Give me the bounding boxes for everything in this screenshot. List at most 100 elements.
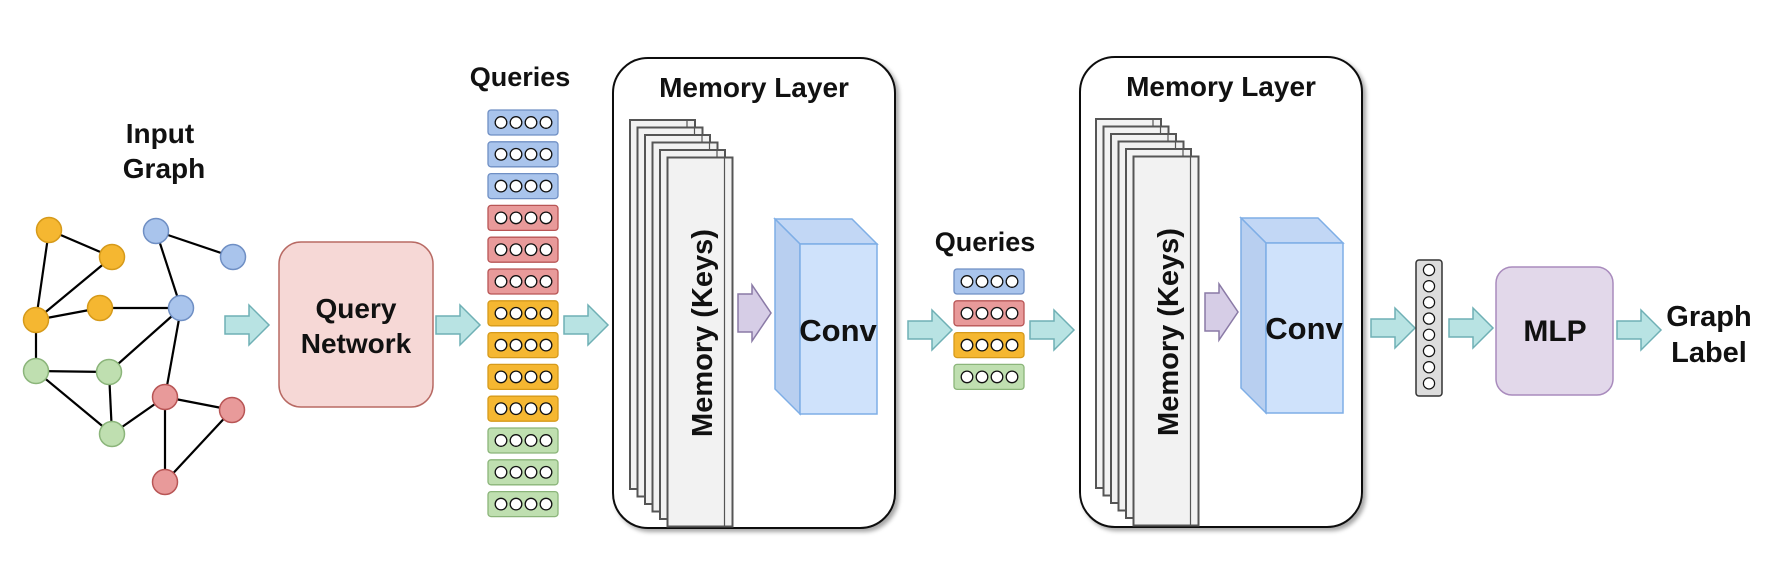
graph-node [98,420,126,448]
query-vector-cell [539,147,553,161]
flow-arrow-shape [1616,308,1663,352]
query-vector [487,141,559,168]
graph-node [219,243,247,271]
query-vector [953,363,1025,391]
memory-layer-1: Memory Layer Memory (Keys) Conv [612,57,896,529]
graph-node [142,217,170,245]
query-vector-cell [509,497,523,511]
graph-edge [35,370,113,435]
query-vector-cell [494,402,508,416]
output-vector-cell [1422,344,1436,358]
query-vector-box [953,300,1025,327]
query-vector-cell [524,497,538,511]
input-graph: Input Graph [22,118,247,496]
input-graph-label-line2: Graph [123,153,205,184]
query-vector-box [487,459,559,486]
query-vector-box [487,268,559,295]
query-vector-cell [975,338,989,352]
query-network-block: Query Network [278,241,434,408]
query-vector-cell [524,275,538,288]
conv-2-label: Conv [1265,311,1343,346]
query-vector-box [487,141,559,168]
query-network-box [278,241,434,408]
query-vector-cell [539,211,553,225]
query-vector-cell [1005,306,1019,320]
graph-node [98,243,126,271]
query-vector-cell [539,116,553,129]
query-vector [487,427,559,454]
query-vector-cell [960,370,974,384]
queries-label-mid: Queries [935,227,1036,257]
graph-edge [108,307,182,373]
query-vector-cell [539,306,553,320]
query-vector-box [487,300,559,327]
query-vector [487,268,559,295]
query-vector-cell [539,275,553,288]
query-vector-box [953,268,1025,295]
conv-box-2 [1265,242,1344,414]
query-vector-cell [524,465,538,479]
queries-stack-top: Queries [470,62,571,518]
memory-keys-stack-2 [1095,118,1200,527]
output-vector-cell [1422,328,1436,341]
flow-arrow-shape [563,303,610,347]
small-arrow-2 [1204,281,1239,343]
query-vector-box [487,395,559,422]
query-vector-cell [975,306,989,320]
queries-label-top: Queries [470,62,571,92]
query-vector-box [487,204,559,232]
output-vector [1415,259,1443,397]
graph-node [167,294,195,322]
flow-arrow-shape [1029,308,1076,352]
query-vector-cell [494,211,508,225]
query-vector-cell [524,179,538,193]
memory-key-page [1132,155,1200,527]
graph-label-line1: Graph [1666,301,1751,333]
query-vector-cell [1005,338,1019,352]
query-vector-cell [509,465,523,479]
query-vector-cell [494,497,508,511]
graph-edge [163,307,183,398]
query-vector [487,459,559,486]
query-vector-cell [494,338,508,352]
query-vector-cell [990,306,1004,320]
query-vector [487,331,559,359]
query-vector-cell [975,275,989,288]
query-vector-cell [494,306,508,320]
query-vector-cell [539,434,553,447]
query-vector-cell [990,338,1004,352]
query-vector-cell [990,370,1004,384]
query-vector-cell [975,370,989,384]
flow-arrow-shape [224,303,271,347]
conv-1-label: Conv [799,313,877,348]
query-vector-cell [494,147,508,161]
flow-arrow-shape [907,308,954,352]
mlp-label: MLP [1523,315,1586,348]
query-vector-cell [539,338,553,352]
memory-key-page [666,156,734,528]
memory-keys-2-label: Memory (Keys) [1153,228,1185,436]
query-vector-cell [524,116,538,129]
query-vector [953,331,1025,359]
graph-edge [35,256,113,321]
input-graph-label-line1: Input [126,118,194,149]
query-vector-cell [990,275,1004,288]
graph-node [95,358,123,386]
small-arrow-1 [737,282,772,344]
query-vector-cell [494,370,508,384]
query-vector-cell [509,434,523,447]
query-vector-cell [524,402,538,416]
memory-keys-1-label: Memory (Keys) [687,229,719,437]
query-vector-box [487,490,559,518]
graph-edge [155,229,234,259]
query-vector-box [487,331,559,359]
query-vector-cell [960,338,974,352]
query-vector-cell [494,116,508,129]
query-vector-cell [539,179,553,193]
query-vector-cell [494,434,508,447]
output-vector-cell [1422,263,1436,277]
queries-stack-mid: Queries [935,227,1036,391]
output-vector-cell [1422,296,1436,309]
flow-arrow [563,303,610,347]
